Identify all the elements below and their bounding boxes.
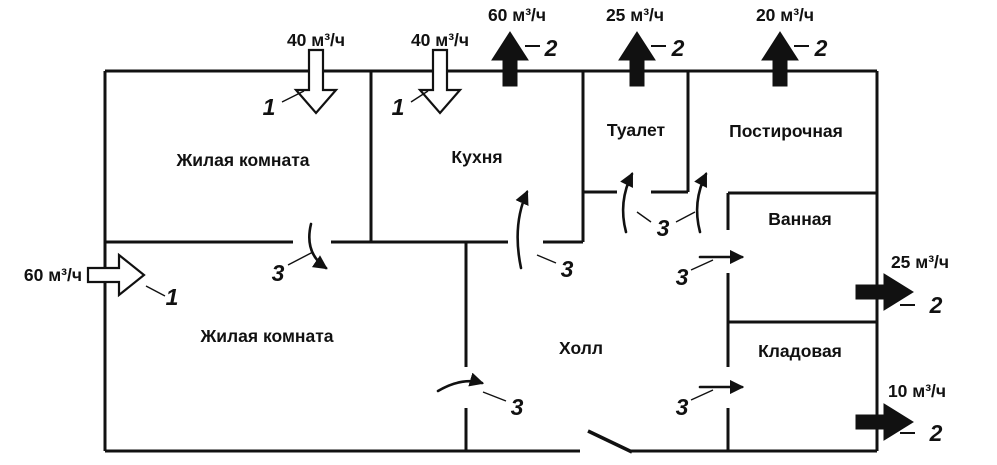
walls-layer: [103, 69, 879, 453]
transfer-arrow-living-rooms-callout: 3: [272, 260, 285, 286]
exhaust-arrow-kitchen-callout: 2: [544, 35, 558, 61]
transfer-arrow-hall: [436, 372, 485, 393]
supply-arrow-living-bottom-callout-leader: [145, 285, 166, 297]
exhaust-arrow-bathroom: [855, 273, 914, 311]
exhaust-arrow-toilet-flow-label: 25 м³/ч: [606, 5, 664, 25]
exhaust-arrow-laundry-flow-label: 20 м³/ч: [756, 5, 814, 25]
exhaust-arrow-toilet-callout: 2: [671, 35, 685, 61]
entry-door-leaf: [587, 429, 633, 454]
transfer-arrow-laundry-callout-leader-2: [675, 211, 696, 223]
room-storage-label: Кладовая: [758, 341, 842, 361]
room-living-bottom-label: Жилая комната: [199, 326, 333, 346]
transfer-arrow-hall-callout-leader-1: [482, 391, 507, 402]
exhaust-arrow-laundry: [761, 31, 799, 87]
supply-arrow-living-top-flow-label: 40 м³/ч: [287, 30, 345, 50]
room-kitchen-label: Кухня: [451, 147, 502, 167]
transfer-arrow-laundry-callout: 3: [657, 215, 670, 241]
room-toilet-label: Туалет: [607, 120, 666, 140]
transfer-arrow-laundry-callout-leader-1: [636, 211, 652, 223]
transfer-arrow-living-rooms: [308, 222, 328, 270]
transfer-arrow-toilet: [620, 172, 634, 234]
supply-arrow-kitchen-callout-leader: [410, 90, 429, 103]
supply-arrow-living-bottom-callout: 1: [166, 284, 179, 310]
transfer-arrow-hall-callout: 3: [511, 394, 524, 420]
transfer-arrow-kitchen: [515, 190, 529, 270]
transfer-arrow-kitchen-callout-leader-1: [536, 254, 557, 264]
supply-arrow-living-bottom-flow-label: 60 м³/ч: [24, 265, 82, 285]
door-layer: [587, 429, 633, 454]
room-living-top-label: Жилая комната: [175, 150, 309, 170]
exhaust-arrow-kitchen-flow-label: 60 м³/ч: [488, 5, 546, 25]
supply-arrow-living-top-callout-leader: [281, 90, 305, 103]
labels-layer: 40 м³/ч 1 40 м³/ч 1 60 м³/ч 1 60 м³/ч 2 25 м³/ч 2…: [24, 5, 949, 446]
arrows-layer: [86, 31, 914, 441]
supply-arrow-living-top: [293, 48, 339, 115]
exhaust-arrow-storage: [855, 403, 914, 441]
exhaust-arrow-toilet: [618, 31, 656, 87]
room-laundry-label: Постирочная: [729, 121, 843, 141]
exhaust-arrow-kitchen: [491, 31, 529, 87]
exhaust-arrow-storage-callout: 2: [929, 420, 943, 446]
supply-arrow-kitchen: [417, 48, 463, 115]
supply-arrow-kitchen-callout: 1: [392, 94, 405, 120]
supply-arrow-kitchen-flow-label: 40 м³/ч: [411, 30, 469, 50]
transfer-arrow-living-rooms-callout-leader-1: [287, 251, 314, 266]
exhaust-arrow-storage-flow-label: 10 м³/ч: [888, 381, 946, 401]
exhaust-arrow-bathroom-callout: 2: [929, 292, 943, 318]
transfer-arrow-laundry: [694, 172, 708, 234]
transfer-arrow-bathroom-callout: 3: [676, 264, 689, 290]
transfer-arrow-storage-callout: 3: [676, 394, 689, 420]
transfer-arrow-storage-callout-leader-1: [690, 389, 714, 401]
supply-arrow-living-top-callout: 1: [263, 94, 276, 120]
transfer-arrow-bathroom-callout-leader-1: [690, 259, 714, 271]
exhaust-arrow-laundry-callout: 2: [814, 35, 828, 61]
exhaust-arrow-bathroom-flow-label: 25 м³/ч: [891, 252, 949, 272]
transfer-arrow-kitchen-callout: 3: [561, 256, 574, 282]
supply-arrow-living-bottom: [86, 252, 146, 298]
room-hall-label: Холл: [559, 338, 603, 358]
room-bathroom-label: Ванная: [768, 209, 831, 229]
